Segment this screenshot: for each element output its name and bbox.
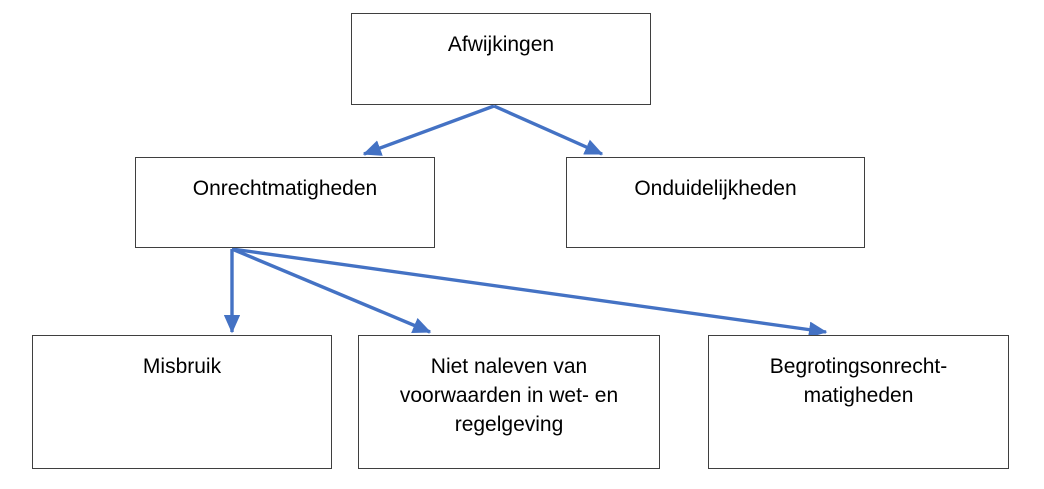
arrow-afwijkingen-to-onduidelijkheden: [493, 104, 604, 156]
arrow-onrechtmatigheden-to-begrotingsonrechtmatigheden: [231, 247, 828, 338]
node-misbruik: Misbruik: [32, 335, 332, 469]
node-onrechtmatigheden-label: Onrechtmatigheden: [192, 177, 378, 200]
arrow-afwijkingen-to-onrechtmatigheden: [362, 104, 495, 156]
node-onduidelijkheden: Onduidelijkheden: [566, 157, 865, 248]
node-niet-naleven-van-voorwaarden: Niet naleven van voorwaarden in wet- en …: [358, 335, 660, 469]
node-onduidelijkheden-label: Onduidelijkheden: [634, 177, 797, 200]
node-misbruik-label: Misbruik: [142, 355, 222, 378]
node-niet-naleven-van-voorwaarden-label: Niet naleven van voorwaarden in wet- en …: [399, 355, 619, 436]
node-afwijkingen-label: Afwijkingen: [447, 33, 555, 56]
node-onrechtmatigheden: Onrechtmatigheden: [135, 157, 435, 248]
node-afwijkingen: Afwijkingen: [351, 13, 651, 105]
arrow-onrechtmatigheden-to-niet-naleven: [231, 247, 432, 334]
node-begrotingsonrechtmatigheden: Begrotingsonrecht- matigheden: [708, 335, 1009, 469]
node-begrotingsonrechtmatigheden-label: Begrotingsonrecht- matigheden: [769, 355, 948, 407]
